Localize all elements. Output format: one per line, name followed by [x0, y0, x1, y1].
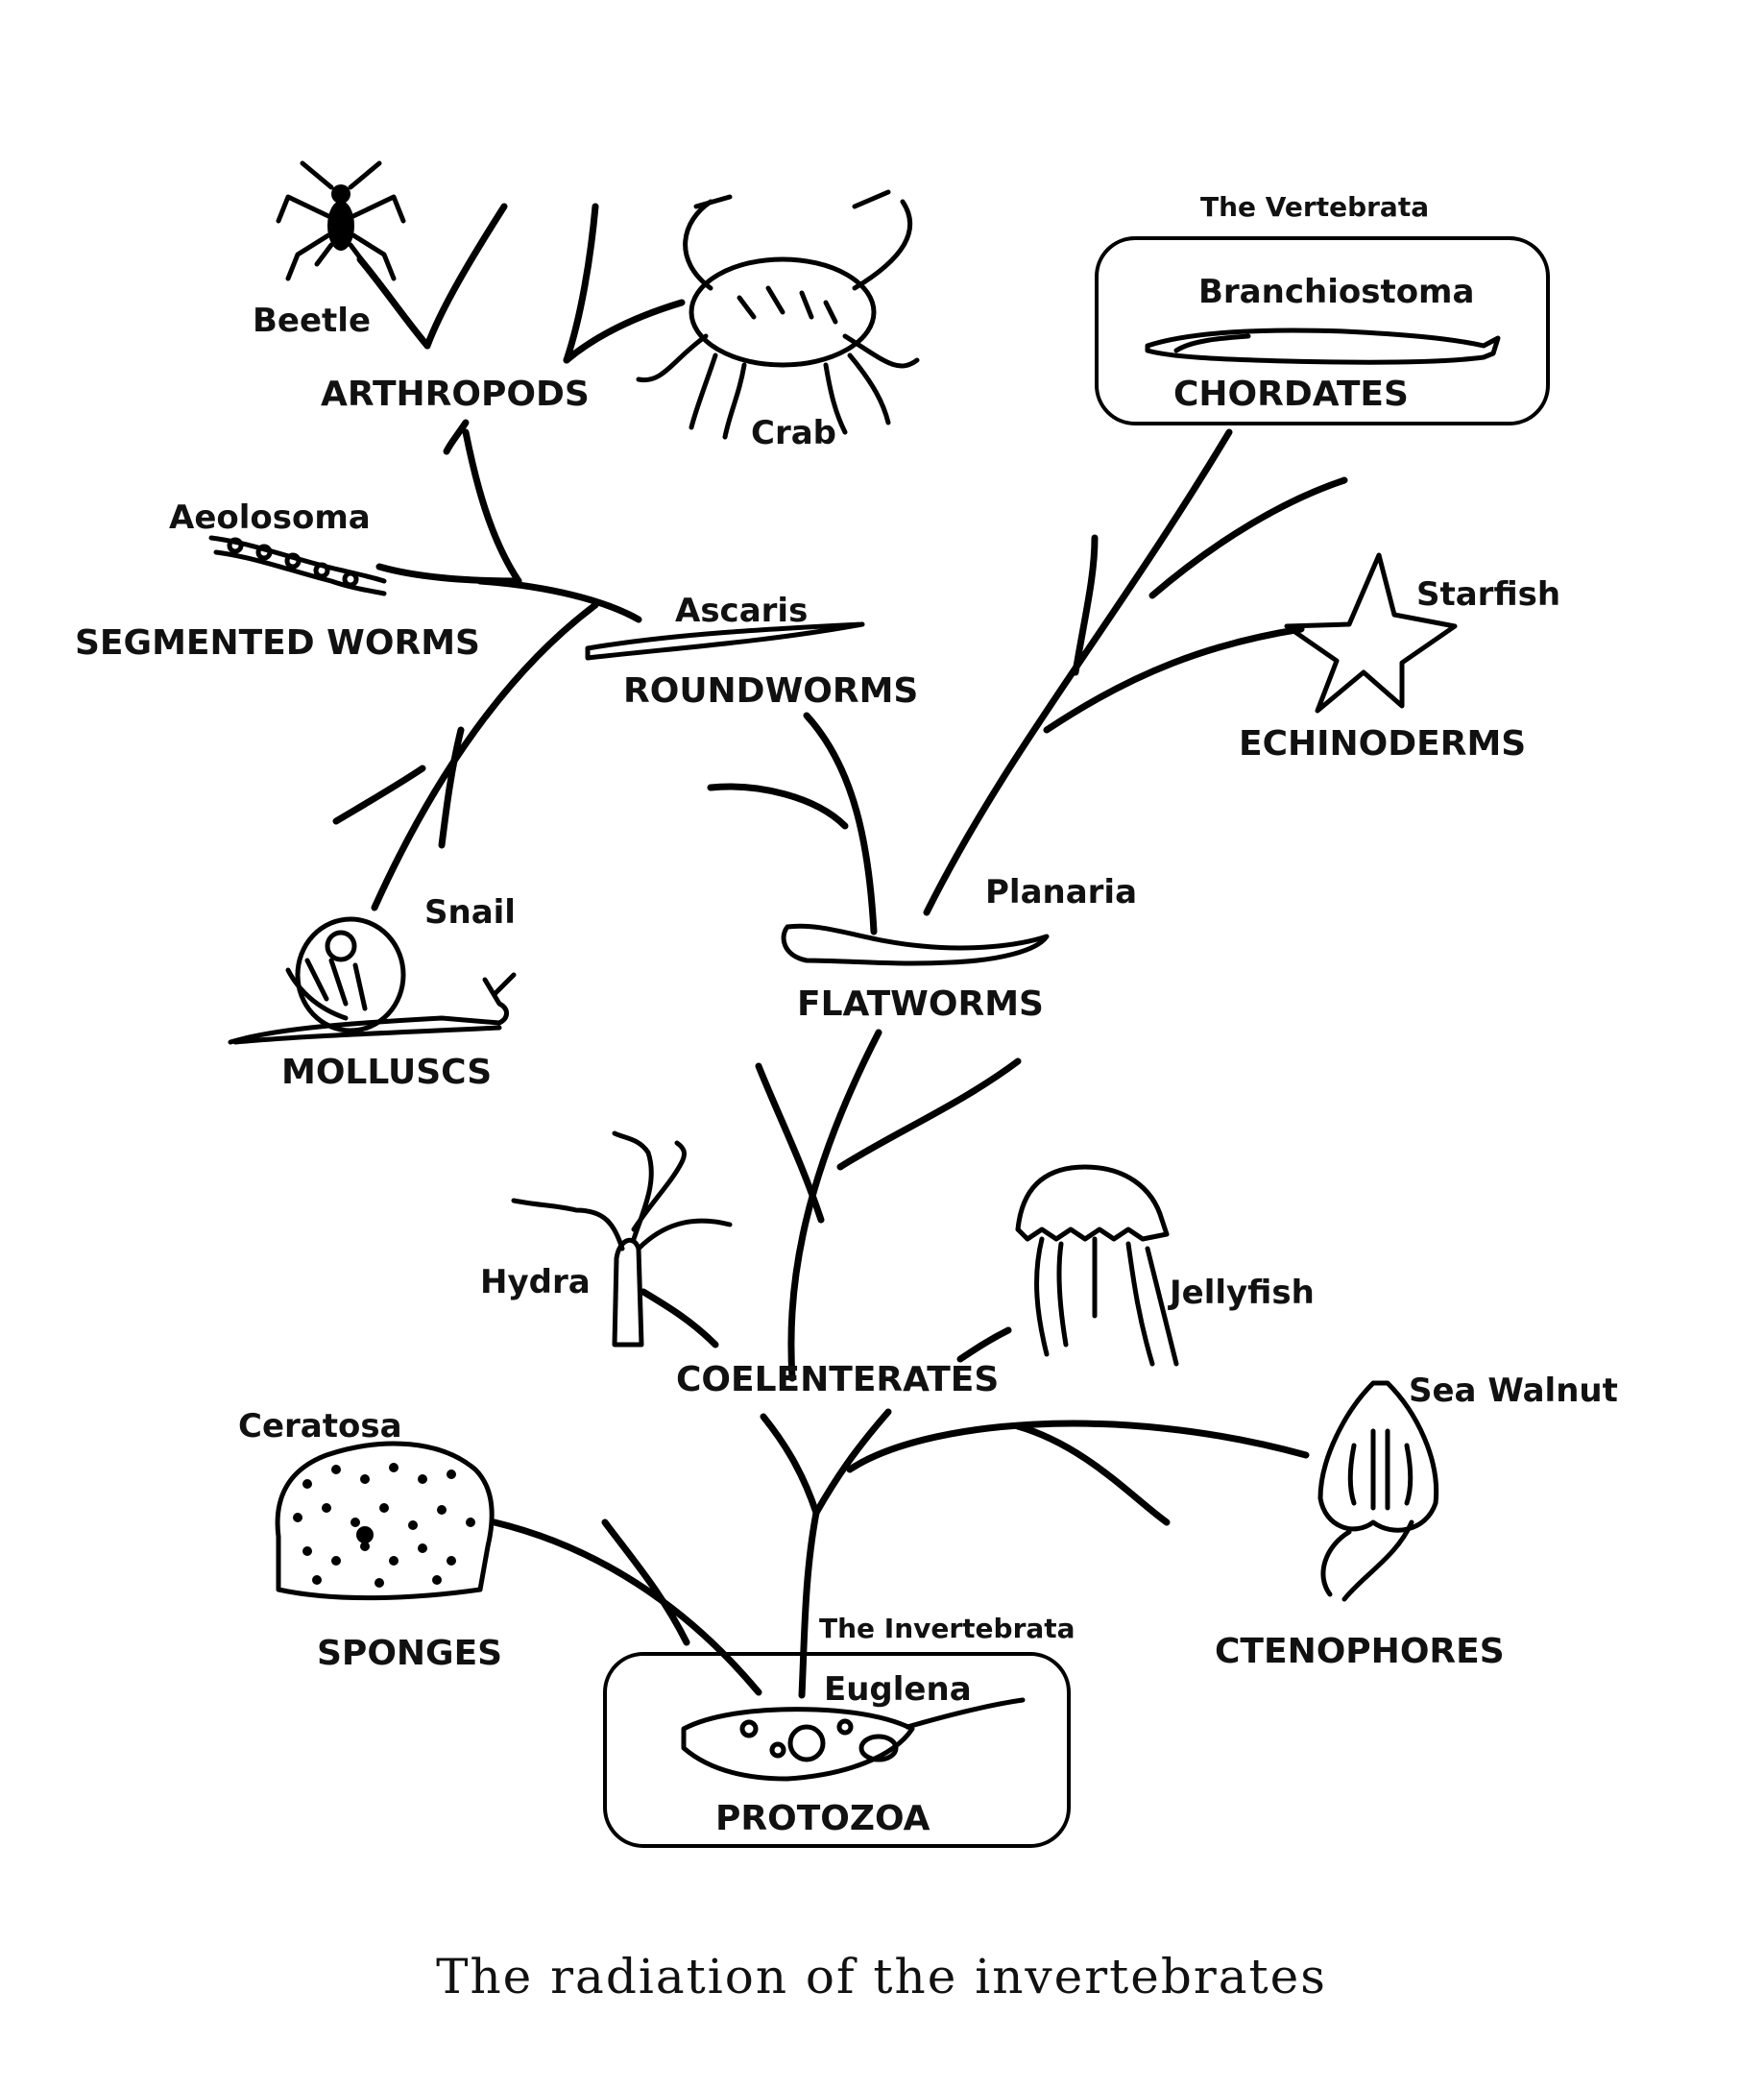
branchiostoma-drawing [1145, 328, 1501, 365]
ascaris-drawing [585, 621, 865, 661]
label-snail: Snail [424, 893, 516, 932]
sea-walnut-drawing [1317, 1380, 1439, 1602]
label-euglena: Euglena [824, 1670, 972, 1709]
label-crab: Crab [751, 414, 836, 452]
vertebrata-box [1095, 236, 1550, 425]
label-echinoderms: ECHINODERMS [1239, 724, 1526, 764]
invertebrata-box [603, 1652, 1071, 1848]
branch-to-sponges [491, 1518, 762, 1696]
branch-ctenophore-twig [1014, 1422, 1171, 1526]
header-vertebrata: The Vertebrata [1200, 191, 1429, 223]
label-planaria: Planaria [985, 873, 1137, 911]
snail-drawing [228, 916, 517, 1045]
label-beetle: Beetle [253, 302, 371, 340]
label-starfish: Starfish [1416, 575, 1560, 614]
planaria-drawing [781, 923, 1050, 966]
label-aeolosoma: Aeolosoma [169, 498, 371, 537]
branch-molluscs-twig-2 [332, 765, 426, 825]
tree-branches [332, 203, 1348, 1699]
branch-sponges-twig [601, 1518, 690, 1646]
branch-coelenterates-left-twig [755, 1062, 825, 1224]
beetle-drawing [276, 160, 406, 281]
branch-crab-twig [563, 203, 599, 364]
crab-drawing [636, 189, 920, 440]
branch-trunk [798, 1509, 820, 1699]
label-molluscs: MOLLUSCS [281, 1053, 492, 1092]
branch-to-arthropods [462, 428, 522, 585]
branch-flatworms-to-roundworms [803, 712, 878, 935]
branch-chordates-right-twig [1148, 476, 1348, 599]
branch-molluscs-twig-1 [438, 726, 465, 849]
branch-to-roundworms-ascaris [476, 577, 642, 623]
hydra-drawing [511, 1130, 733, 1348]
aeolosoma-drawing [208, 535, 387, 596]
branch-flatworms-left-twig [707, 783, 849, 830]
label-flatworms: FLATWORMS [797, 984, 1044, 1024]
branch-arthropods-left [443, 419, 470, 455]
label-jellyfish: Jellyfish [1168, 1274, 1315, 1312]
branch-to-hydra [640, 1288, 719, 1348]
branch-coelenterates-to-flatworms [787, 1029, 882, 1382]
branch-to-coelenterates [760, 1413, 820, 1517]
label-sea-walnut: Sea Walnut [1409, 1372, 1618, 1410]
euglena-drawing [681, 1697, 1026, 1782]
branch-chordates-left-twig [1072, 534, 1099, 676]
label-ceratosa: Ceratosa [238, 1407, 402, 1445]
header-invertebrata: The Invertebrata [819, 1613, 1075, 1644]
starfish-drawing [1284, 552, 1458, 714]
label-segmented-worms: SEGMENTED WORMS [75, 623, 480, 663]
label-ascaris: Ascaris [675, 592, 808, 630]
branch-to-beetle [356, 255, 431, 350]
branch-to-chordates [923, 428, 1233, 916]
ceratosa-drawing [275, 1441, 495, 1601]
jellyfish-drawing [1015, 1164, 1179, 1367]
branch-to-ctenophores-stem [812, 1408, 892, 1517]
figure-caption: The radiation of the invertebrates [436, 1949, 1327, 2004]
label-ctenophores: CTENOPHORES [1215, 1632, 1505, 1671]
label-arthropods: ARTHROPODS [321, 375, 590, 414]
branch-arthropods-fork [423, 203, 508, 350]
label-hydra: Hydra [480, 1263, 591, 1301]
label-branchiostoma: Branchiostoma [1198, 273, 1474, 311]
branch-to-crab [563, 299, 686, 364]
branch-to-segmented-worms [375, 563, 522, 585]
label-sponges: SPONGES [317, 1634, 502, 1673]
branch-coelenterates-right-twig [836, 1057, 1022, 1171]
branch-to-jellyfish [956, 1326, 1012, 1363]
branch-to-starfish [1043, 625, 1305, 734]
branch-to-sea-walnut [846, 1420, 1310, 1473]
branch-to-molluscs [371, 601, 599, 911]
label-chordates: CHORDATES [1173, 375, 1409, 414]
label-roundworms: ROUNDWORMS [623, 671, 918, 711]
label-coelenterates: COELENTERATES [676, 1360, 999, 1399]
label-protozoa: PROTOZOA [715, 1799, 930, 1838]
